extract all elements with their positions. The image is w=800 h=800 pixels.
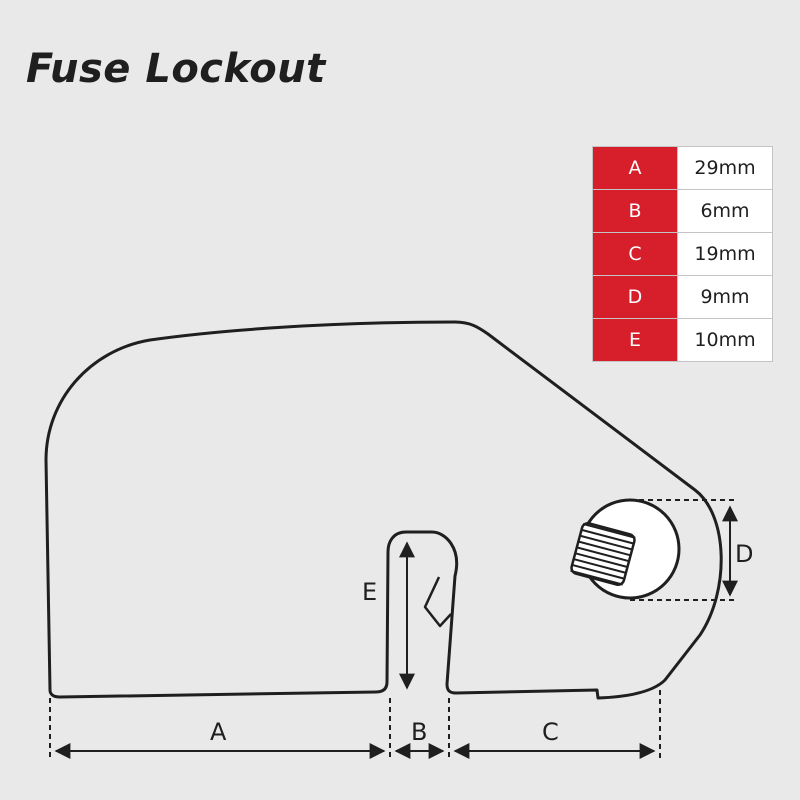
dimension-row-d: D 9mm: [592, 275, 773, 319]
dimension-value: 19mm: [677, 232, 773, 276]
dimension-value: 9mm: [677, 275, 773, 319]
dimension-value: 10mm: [677, 318, 773, 362]
dimension-key: A: [592, 146, 678, 190]
dimension-row-c: C 19mm: [592, 232, 773, 276]
dimension-key: E: [592, 318, 678, 362]
dimension-key: C: [592, 232, 678, 276]
dimension-row-e: E 10mm: [592, 318, 773, 362]
dimension-value: 6mm: [677, 189, 773, 233]
dimension-label-e: E: [362, 578, 377, 606]
latch-tab: [423, 576, 452, 628]
dimension-label-b: B: [411, 718, 427, 746]
dimension-key: D: [592, 275, 678, 319]
dimension-table: A 29mm B 6mm C 19mm D 9mm E 10mm: [592, 146, 773, 362]
page-title: Fuse Lockout: [26, 46, 326, 92]
dimension-row-a: A 29mm: [592, 146, 773, 190]
dimension-label-c: C: [542, 718, 559, 746]
dimension-value: 29mm: [677, 146, 773, 190]
dimension-row-b: B 6mm: [592, 189, 773, 233]
dimension-label-d: D: [735, 540, 753, 568]
dimension-label-a: A: [210, 718, 227, 746]
lockout-outline: [44, 320, 723, 700]
